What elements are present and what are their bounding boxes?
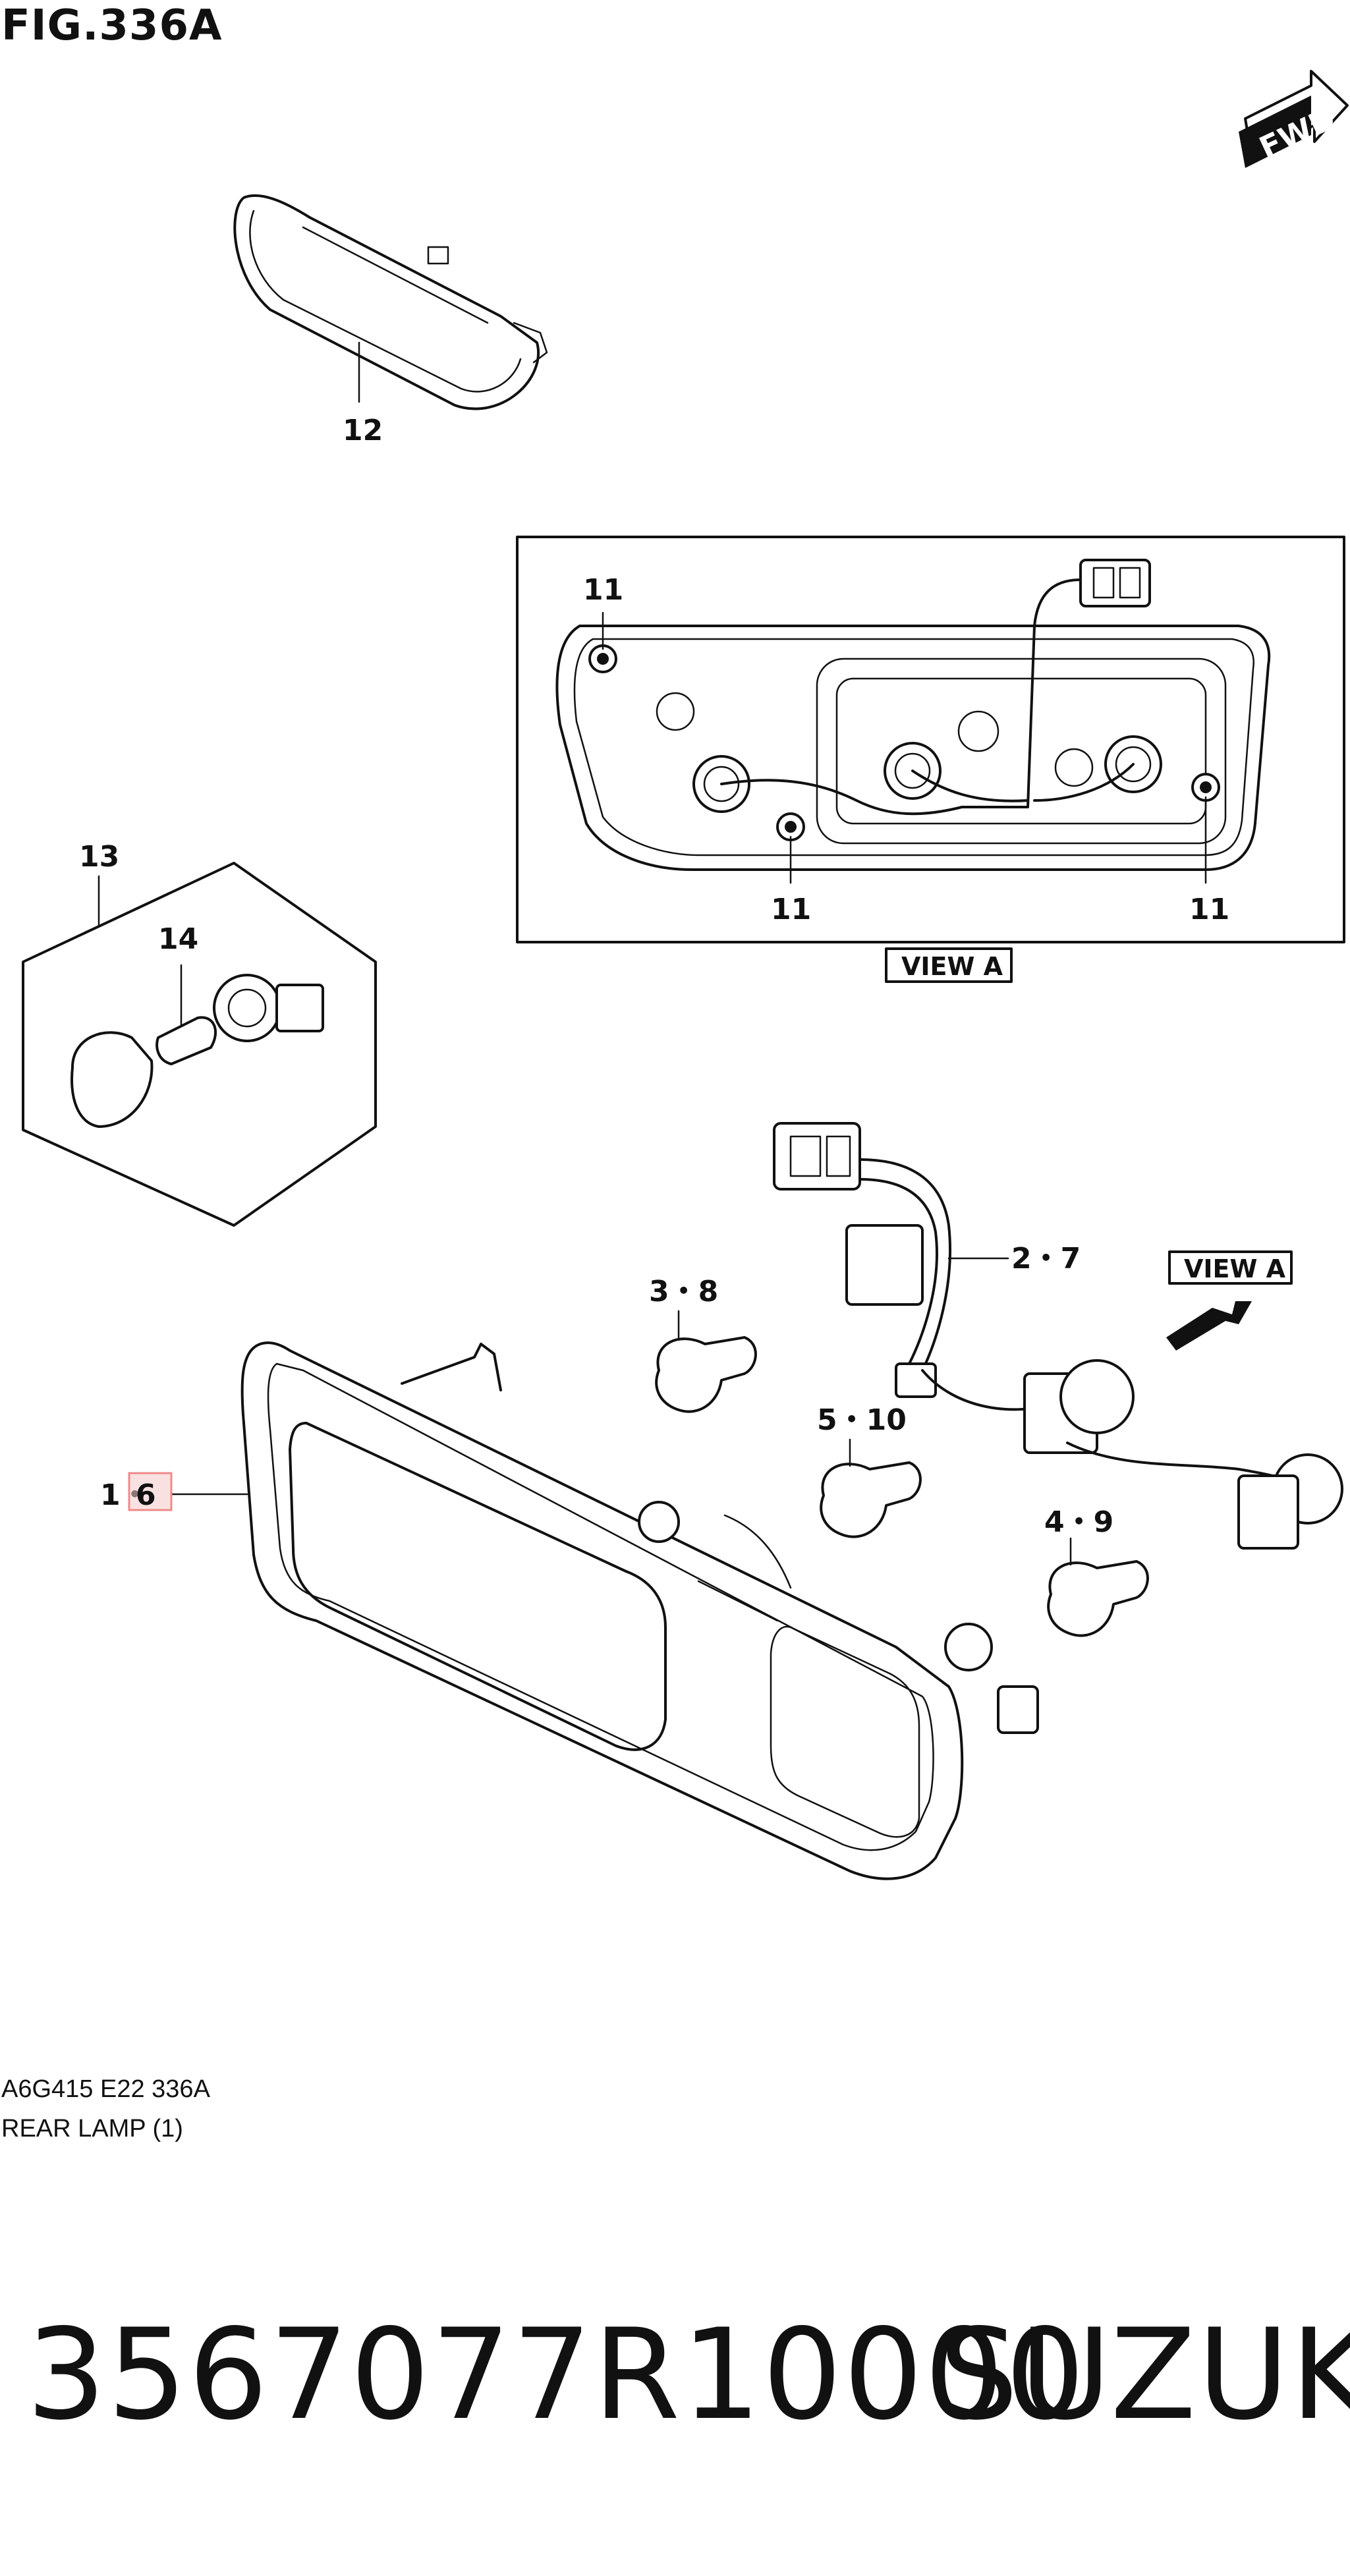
callout-11-top: 11 bbox=[583, 573, 623, 607]
figure-caption: REAR LAMP (1) bbox=[1, 2115, 183, 2142]
fwd-arrow-icon: FWD bbox=[1239, 70, 1349, 168]
figure-title: FIG.336A bbox=[1, 1, 223, 50]
callout-14: 14 bbox=[158, 922, 198, 956]
figure-code: A6G415 E22 336A bbox=[1, 2075, 210, 2103]
callout-13: 13 bbox=[79, 840, 119, 874]
callout-4-9: 4・9 bbox=[1044, 1505, 1113, 1539]
part-12-garnish bbox=[233, 194, 548, 410]
callout-3-8: 3・8 bbox=[649, 1275, 718, 1308]
callout-12: 12 bbox=[343, 414, 383, 447]
brand-name: SUZUKI bbox=[939, 2302, 1350, 2448]
callout-11-bottom-right: 11 bbox=[1189, 893, 1229, 926]
view-a-main-label-box bbox=[1168, 1250, 1293, 1285]
part-2-7-harness bbox=[773, 1122, 1343, 1550]
callout-2-7: 2・7 bbox=[1011, 1242, 1081, 1275]
bulb-5-10 bbox=[820, 1438, 922, 1538]
bulb-4-9 bbox=[1047, 1537, 1149, 1637]
part-1-6-rear-lamp-housing bbox=[171, 1341, 1039, 1880]
callout-11-bottom-left: 11 bbox=[771, 893, 811, 926]
part-13-bulb-kit bbox=[22, 862, 377, 1227]
callout-5-10: 5・10 bbox=[817, 1403, 907, 1437]
callout-6: 6 bbox=[136, 1478, 156, 1512]
bulb-3-8 bbox=[655, 1310, 757, 1413]
view-a-inset bbox=[516, 536, 1345, 943]
view-direction-arrow-icon bbox=[1166, 1301, 1252, 1351]
view-a-inset-label: VIEW A bbox=[901, 952, 1003, 981]
view-a-inset-label-box bbox=[885, 947, 1013, 983]
part-number: 3567077R10000 bbox=[26, 2302, 1086, 2448]
view-a-main-label: VIEW A bbox=[1184, 1254, 1286, 1283]
callout-6-highlight bbox=[128, 1472, 173, 1511]
